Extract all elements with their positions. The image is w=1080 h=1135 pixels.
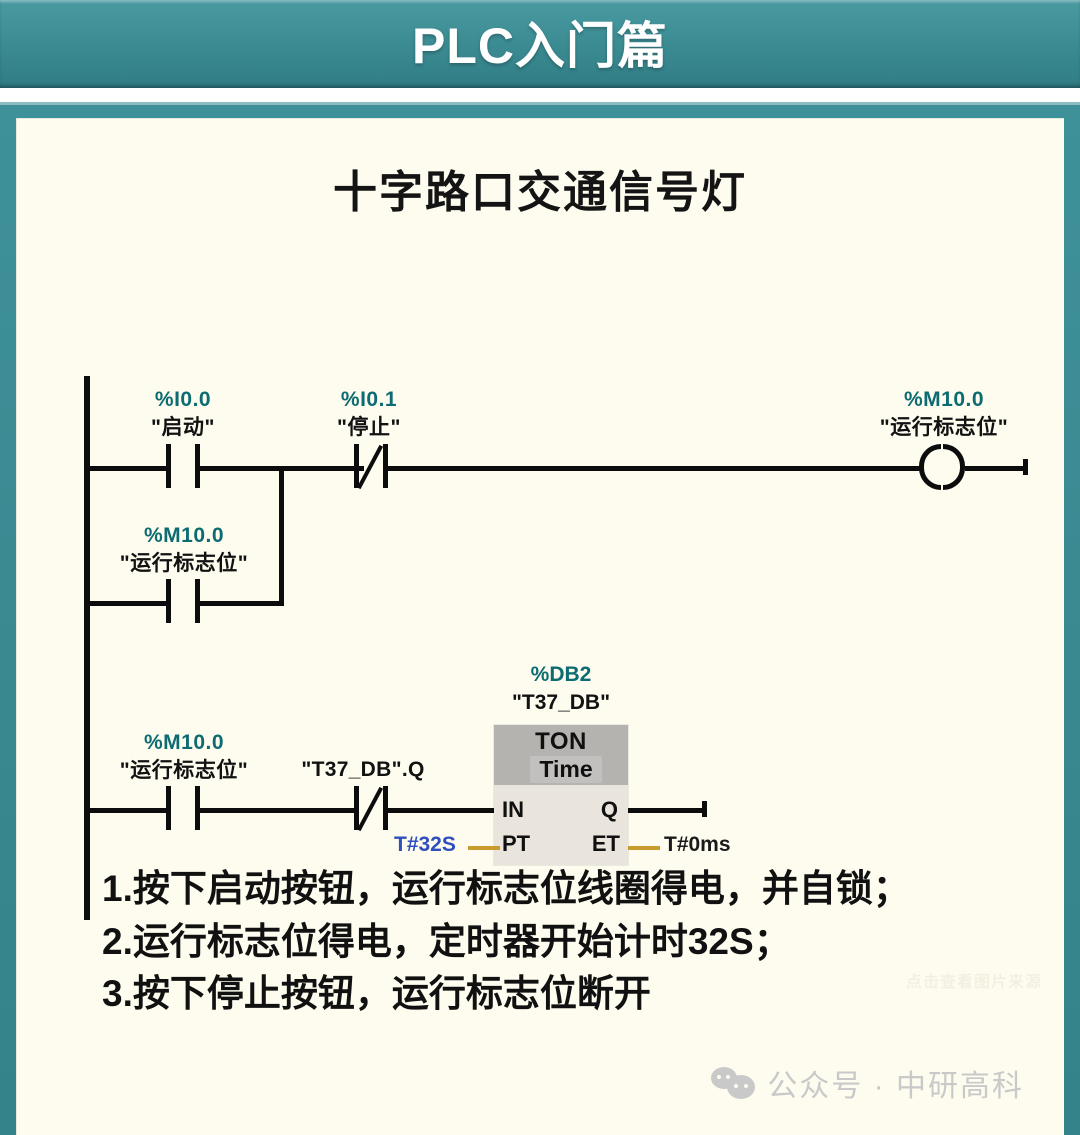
branch-connector-vertical bbox=[279, 466, 284, 606]
rung1-wire-d bbox=[965, 466, 1027, 471]
note-item-2: 2.运行标志位得电，定时器开始计时32S； bbox=[102, 920, 791, 962]
header-gap bbox=[0, 88, 1080, 102]
wechat-dot-1 bbox=[717, 1075, 722, 1079]
contact-bar-right bbox=[195, 786, 200, 830]
timer-db-name: "T37_DB" bbox=[511, 690, 611, 714]
contact-bar-right bbox=[195, 444, 200, 488]
rung2-wire-b bbox=[198, 808, 354, 813]
frame-highlight bbox=[0, 102, 1080, 105]
branch-wire-b bbox=[198, 601, 284, 606]
source-hint-watermark: 点击查看图片来源 bbox=[905, 974, 1042, 991]
note-item-1: 1.按下启动按钮，运行标志位线圈得电，并自锁； bbox=[102, 868, 910, 909]
wechat-dot-3 bbox=[734, 1084, 739, 1088]
contact-bar-left bbox=[166, 579, 171, 623]
coil-m100[interactable] bbox=[919, 444, 965, 490]
contact-bar-right bbox=[383, 786, 388, 830]
timer-q-end-tick bbox=[702, 801, 707, 817]
contact-label-t37q: "T37_DB".Q bbox=[268, 756, 458, 784]
ton-block-header: TON Time bbox=[494, 725, 628, 785]
contact-no-i00[interactable] bbox=[166, 444, 200, 488]
contact-nc-i01[interactable] bbox=[354, 444, 388, 490]
contact-name-m100-latch: "运行标志位" bbox=[119, 551, 249, 575]
contact-label-i01: %I0.1 "停止" bbox=[274, 386, 464, 441]
timer-pt-value: T#32S bbox=[394, 833, 456, 856]
contact-bar-right bbox=[195, 579, 200, 623]
explanation-notes: 1.按下启动按钮，运行标志位线圈得电，并自锁； 2.运行标志位得电，定时器开始计… bbox=[16, 863, 1064, 1021]
header-sheen bbox=[0, 0, 1080, 4]
ton-port-et: ET bbox=[591, 831, 620, 856]
header-title: PLC入门篇 bbox=[412, 18, 668, 74]
ton-block-type: TON bbox=[535, 728, 587, 755]
app-header-band: PLC入门篇 bbox=[0, 0, 1080, 88]
timer-db-label: %DB2 "T37_DB" bbox=[456, 661, 666, 716]
ton-block-timebase: Time bbox=[530, 756, 602, 783]
rung1-end-tick bbox=[1023, 459, 1028, 475]
contact-name-i00: "启动" bbox=[151, 415, 215, 439]
ton-port-in: IN bbox=[502, 797, 524, 822]
rung1-wire-c bbox=[386, 466, 924, 471]
left-power-rail bbox=[84, 376, 90, 920]
coil-label-m100: %M10.0 "运行标志位" bbox=[844, 386, 1044, 441]
contact-bar-left bbox=[354, 444, 359, 488]
note-item-3: 3.按下停止按钮，运行标志位断开 bbox=[102, 973, 651, 1015]
contact-bar-left bbox=[354, 786, 359, 830]
wechat-icon bbox=[711, 1067, 757, 1099]
coil-arc-left bbox=[919, 444, 941, 490]
contact-name-m100-timer: "运行标志位" bbox=[119, 758, 249, 782]
contact-label-m100-timer: %M10.0 "运行标志位" bbox=[86, 729, 282, 784]
contact-no-m100-timer[interactable] bbox=[166, 786, 200, 830]
timer-q-wire bbox=[628, 808, 706, 813]
contact-nc-t37q[interactable] bbox=[354, 786, 388, 832]
contact-address-i00: %I0.0 bbox=[154, 388, 212, 411]
coil-name-m100: "运行标志位" bbox=[879, 415, 1009, 439]
timer-pt-wire bbox=[468, 846, 500, 850]
timer-et-wire bbox=[628, 846, 660, 850]
contact-bar-right bbox=[383, 444, 388, 488]
contact-label-i00: %I0.0 "启动" bbox=[88, 386, 278, 441]
timer-db-address: %DB2 bbox=[530, 663, 592, 686]
ton-port-pt: PT bbox=[502, 831, 531, 856]
contact-bar-left bbox=[166, 786, 171, 830]
contact-address-m100-timer: %M10.0 bbox=[143, 731, 225, 754]
contact-name-i01: "停止" bbox=[337, 415, 401, 439]
wechat-dot-2 bbox=[726, 1075, 731, 1079]
wechat-dot-4 bbox=[744, 1084, 749, 1088]
coil-address-m100: %M10.0 bbox=[903, 388, 985, 411]
contact-no-m100-latch[interactable] bbox=[166, 579, 200, 623]
wechat-account-name: 公众号 · 中研高科 bbox=[767, 1070, 1024, 1103]
contact-nc-slash bbox=[356, 444, 384, 490]
contact-nc-slash bbox=[356, 786, 384, 832]
rung2-wire-a bbox=[84, 808, 168, 813]
content-page: 十字路口交通信号灯 %I0.0 "启动" %I0.1 "停止" bbox=[16, 118, 1064, 1135]
wechat-bubble-front bbox=[727, 1075, 756, 1099]
timer-et-value: T#0ms bbox=[664, 833, 731, 856]
rung1-wire-a bbox=[84, 466, 168, 471]
contact-address-i01: %I0.1 bbox=[340, 388, 398, 411]
rung2-wire-c bbox=[386, 808, 496, 813]
ton-port-q: Q bbox=[600, 797, 618, 822]
ladder-diagram: %I0.0 "启动" %I0.1 "停止" %M10.0 bbox=[16, 118, 1064, 920]
contact-label-m100-latch: %M10.0 "运行标志位" bbox=[86, 522, 282, 577]
coil-arc-right bbox=[943, 444, 965, 490]
content-frame: 十字路口交通信号灯 %I0.0 "启动" %I0.1 "停止" bbox=[0, 102, 1080, 1135]
ton-timer-block[interactable]: TON Time IN PT Q ET bbox=[494, 725, 628, 865]
wechat-watermark: 公众号 · 中研高科 bbox=[711, 1061, 1024, 1105]
contact-name-t37q: "T37_DB".Q bbox=[301, 758, 425, 781]
diagram-title: 十字路口交通信号灯 bbox=[333, 168, 747, 217]
branch-wire-a bbox=[84, 601, 168, 606]
contact-address-m100-latch: %M10.0 bbox=[143, 524, 225, 547]
contact-bar-left bbox=[166, 444, 171, 488]
